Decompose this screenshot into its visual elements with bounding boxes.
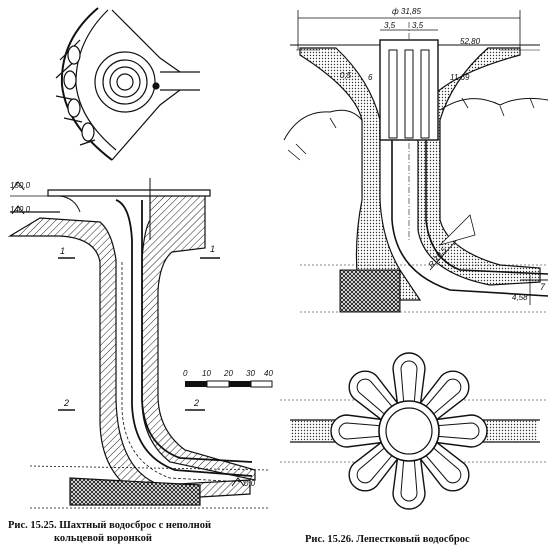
dim-top-label: 52,80 — [460, 37, 481, 46]
width-right-label: 3,5 — [412, 21, 424, 30]
elev-top-label: 150,0 — [10, 181, 31, 190]
dim-small-a-label: 0,5 — [340, 71, 352, 80]
dim-bottom-label: 4,58 — [512, 293, 528, 302]
petal-inner — [338, 422, 410, 440]
width-left-label: 3,5 — [384, 21, 396, 30]
petal-inner — [406, 428, 462, 484]
petal-inner — [408, 422, 480, 440]
scale-tick: 30 — [246, 369, 255, 378]
petal-inner — [356, 428, 412, 484]
dim-small-b-label: 6 — [368, 73, 373, 82]
elev-water-label: 140,0 — [10, 205, 31, 214]
section-2-right-label: 2 — [193, 398, 199, 408]
section-2-left-label: 2 — [63, 398, 69, 408]
diameter-label: ф 31,85 — [392, 7, 421, 16]
fig2-section-view — [283, 10, 549, 313]
section-1-right-label: 1 — [210, 244, 215, 254]
mark-right-label: 7 — [540, 282, 546, 292]
figure-1-caption-line1: Рис. 15.25. Шахтный водосброс с неполной — [8, 520, 212, 531]
figure-1-caption: Рис. 15.25. Шахтный водосброс с неполной… — [8, 519, 308, 545]
petal-inner — [400, 430, 418, 502]
scale-tick: 40 — [264, 369, 273, 378]
petal-inner — [356, 378, 412, 434]
elev-bottom-label: 0,0 — [244, 479, 256, 488]
fig1-section-view — [7, 178, 273, 509]
scale-ticks: 0 10 20 30 40 — [183, 369, 273, 378]
petal-inner — [400, 360, 418, 432]
fig2-plan-view — [280, 352, 548, 510]
figure-1-caption-line2: кольцевой воронкой — [54, 533, 152, 544]
scale-tick: 20 — [223, 369, 233, 378]
petal-inner — [406, 378, 462, 434]
dim-right-label: 11,69 — [450, 73, 470, 82]
scale-tick: 0 — [183, 369, 188, 378]
fig1-plan-view — [55, 7, 200, 161]
scale-tick: 10 — [202, 369, 211, 378]
section-1-left-label: 1 — [60, 246, 65, 256]
figure-2-caption: Рис. 15.26. Лепестковый водосброс — [305, 534, 470, 545]
